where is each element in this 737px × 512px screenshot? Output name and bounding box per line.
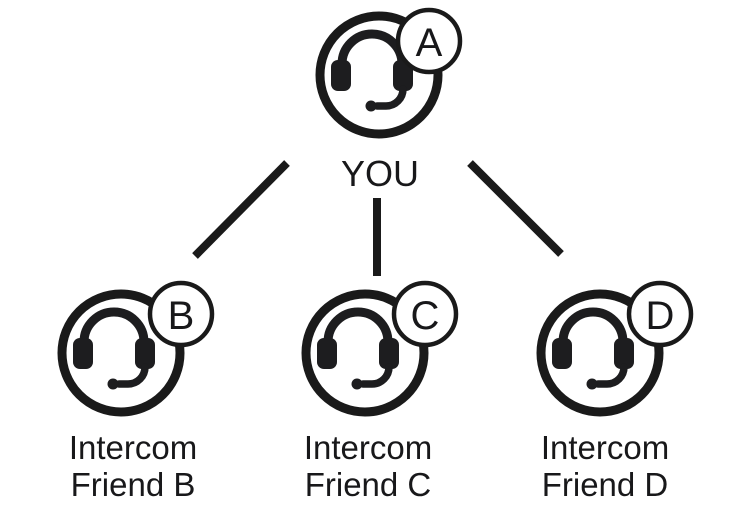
node-friend-b-badge-circle (147, 280, 215, 348)
node-friend-d-badge-circle (626, 280, 694, 348)
node-you-badge-letter: A (416, 21, 443, 65)
node-friend-b-label-line1: Intercom (69, 429, 197, 466)
node-friend-b-badge-letter: B (168, 294, 195, 338)
node-you-label: YOU (341, 153, 419, 194)
connection-you-to-friend-b (192, 160, 290, 259)
connection-you-to-friend-d (467, 160, 564, 257)
node-friend-d-label-line2: Friend D (542, 466, 669, 503)
node-friend-d[interactable]: D (536, 280, 694, 417)
node-friend-c-badge-letter: C (411, 294, 440, 338)
node-friend-b-label-line2: Friend B (71, 466, 196, 503)
node-friend-c-label-line1: Intercom (304, 429, 432, 466)
node-friend-b[interactable]: B (57, 280, 215, 417)
node-friend-c[interactable]: C (301, 280, 459, 417)
node-you[interactable]: A (315, 7, 463, 139)
node-friend-c-badge-circle (391, 280, 459, 348)
node-friend-d-label-line1: Intercom (541, 429, 669, 466)
node-friend-d-badge-letter: D (646, 294, 675, 338)
node-friend-c-label-line2: Friend C (305, 466, 432, 503)
connection-lines (192, 160, 564, 276)
node-you-badge-circle (395, 7, 463, 75)
